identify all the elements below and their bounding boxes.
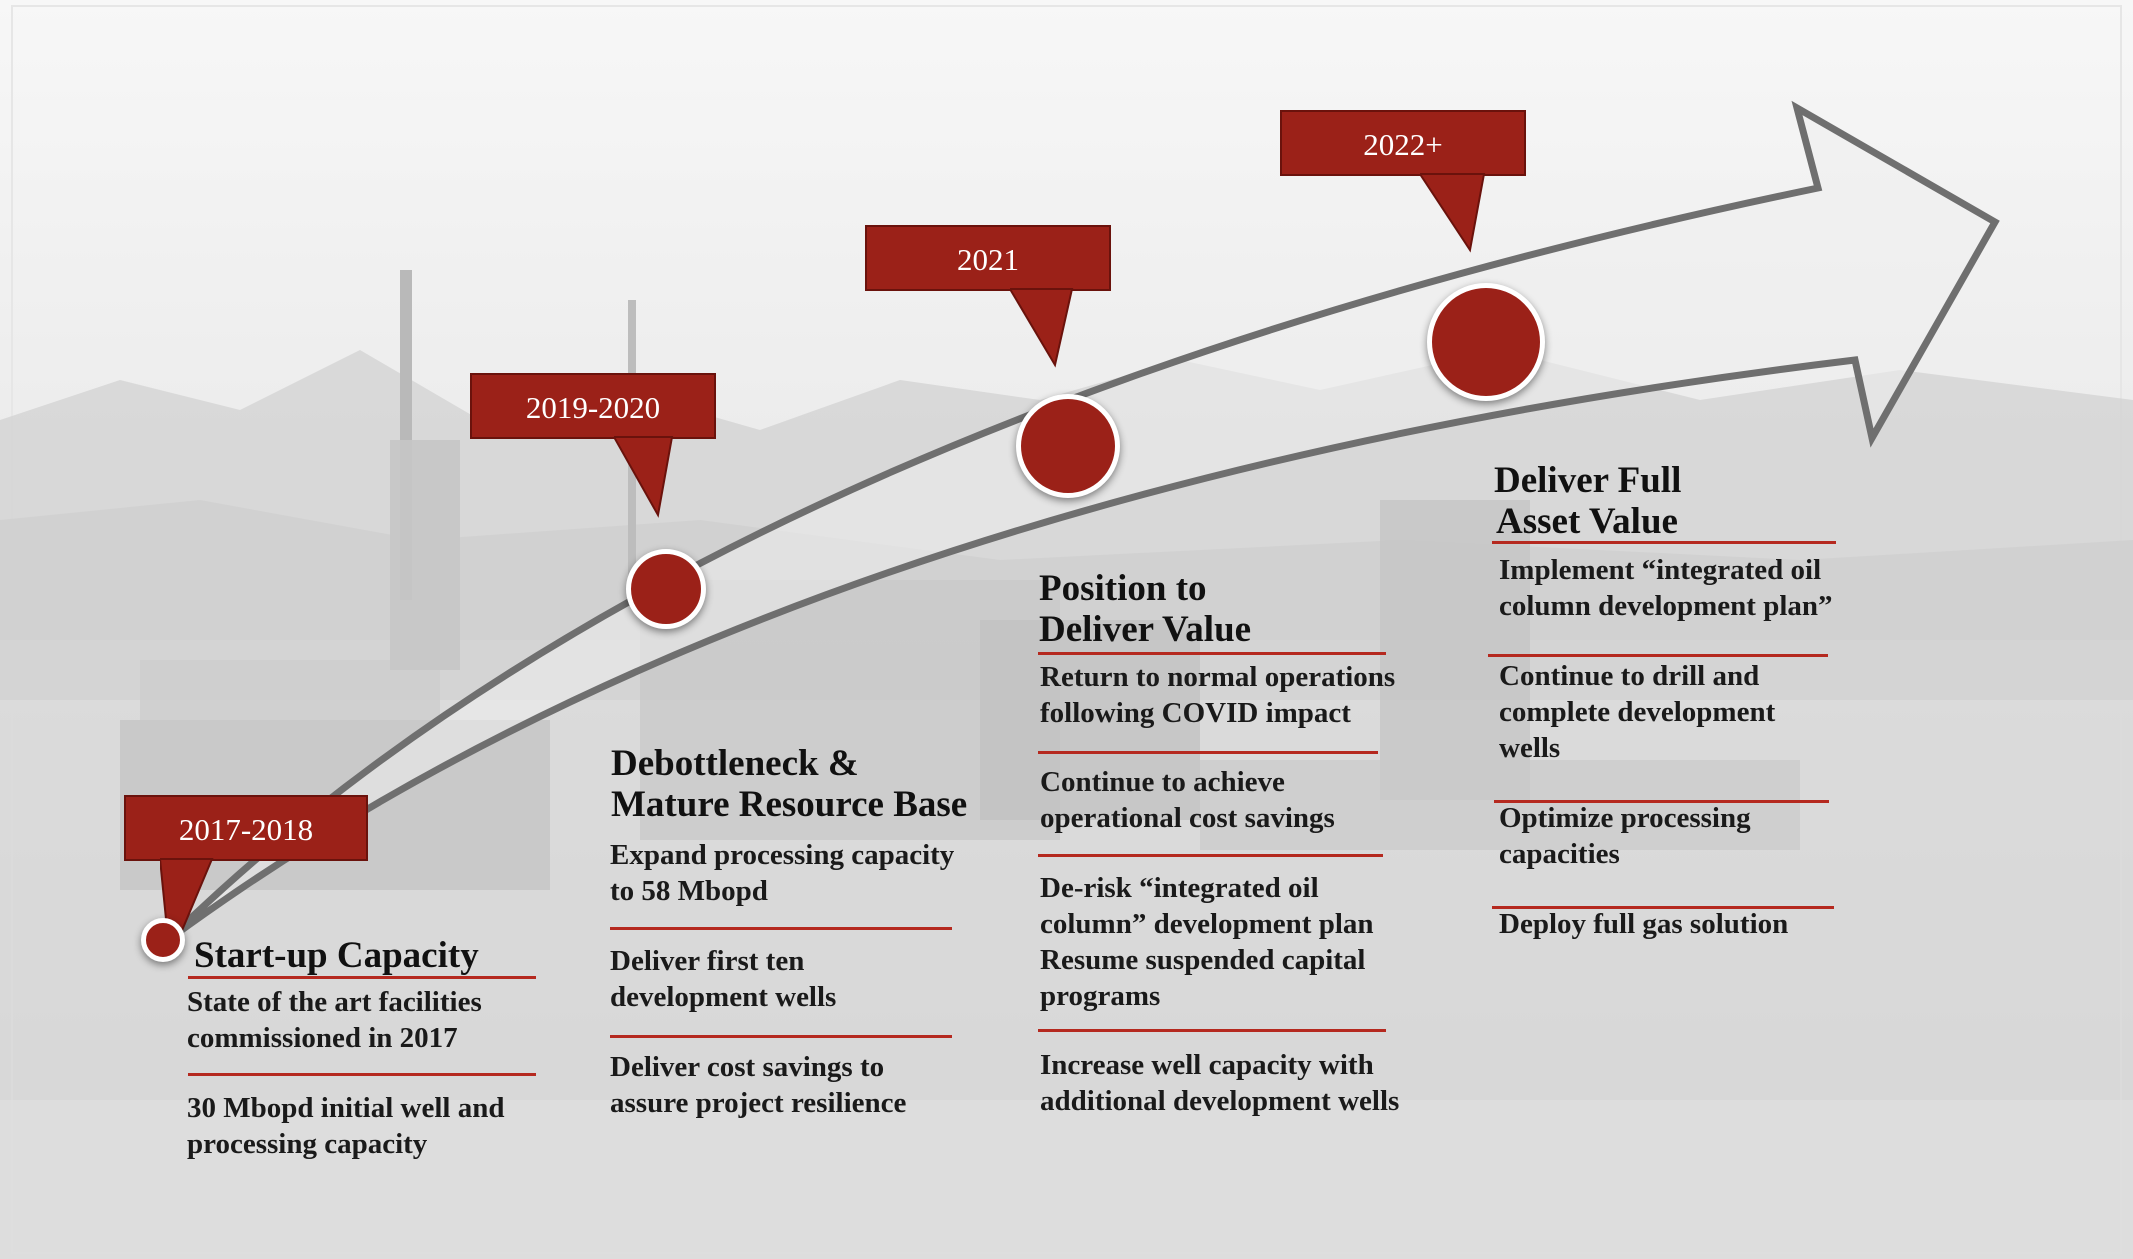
bullet-line: processing capacity [187, 1128, 428, 1160]
milestone-callout-2017-2018: 2017-2018 [124, 795, 368, 861]
bullet-line: assure project resilience [610, 1087, 907, 1119]
bullet-line: Deploy full gas solution [1499, 908, 1789, 940]
bullet-line: Resume suspended capital [1040, 944, 1366, 976]
phase1-bullet-2: 30 Mbopd initial well and processing cap… [187, 1090, 504, 1162]
bullet-line: Continue to drill and [1499, 660, 1760, 692]
phase3-bullet-1: Return to normal operations following CO… [1040, 659, 1395, 731]
bullet-line: complete development [1499, 696, 1776, 728]
phase-title-line: Mature Resource Base [611, 784, 968, 825]
bullet-line: Deliver first ten [610, 945, 805, 977]
phase-title-line: Position to [1039, 568, 1207, 609]
phase3-bullet-2: Continue to achieve operational cost sav… [1040, 764, 1335, 836]
divider-rule [1492, 541, 1836, 544]
divider-rule [1038, 1029, 1386, 1032]
callout-pointer [614, 436, 674, 518]
milestone-callout-2019-2020: 2019-2020 [470, 373, 716, 439]
phase-title-debottleneck: Debottleneck & Mature Resource Base [611, 743, 967, 825]
bullet-line: Optimize processing [1499, 802, 1751, 834]
bullet-line: following COVID impact [1040, 697, 1351, 729]
divider-rule [1494, 800, 1829, 803]
phase4-bullet-3: Optimize processing capacities [1499, 800, 1751, 872]
phase4-bullet-2: Continue to drill and complete developme… [1499, 658, 1775, 766]
phase3-bullet-4: Increase well capacity with additional d… [1040, 1047, 1399, 1119]
phase-title-position: Position to Deliver Value [1039, 568, 1251, 650]
bullet-line: capacities [1499, 838, 1620, 870]
callout-pointer [1010, 288, 1074, 368]
phase4-bullet-1: Implement “integrated oil column develop… [1499, 552, 1833, 624]
milestone-marker-4 [1427, 283, 1545, 401]
divider-rule [1038, 652, 1386, 655]
phase3-bullet-3: De-risk “integrated oil column” developm… [1040, 870, 1374, 1014]
bullet-line: Increase well capacity with [1040, 1049, 1374, 1081]
phase-title-line: Debottleneck & [611, 743, 859, 784]
milestone-marker-1 [141, 918, 185, 962]
phase2-bullet-1: Expand processing capacity to 58 Mbopd [610, 837, 954, 909]
milestone-callout-2022-plus: 2022+ [1280, 110, 1526, 176]
bullet-line: development wells [610, 981, 837, 1013]
milestone-marker-3 [1016, 394, 1120, 498]
bullet-line: 30 Mbopd initial well and [187, 1092, 505, 1124]
callout-pointer [1420, 173, 1486, 253]
bullet-line: commissioned in 2017 [187, 1022, 458, 1054]
bullet-line: De-risk “integrated oil [1040, 872, 1319, 904]
bullet-line: Return to normal operations [1040, 661, 1396, 693]
bullet-line: Implement “integrated oil [1499, 554, 1822, 586]
divider-rule [610, 1035, 952, 1038]
milestone-callout-2021: 2021 [865, 225, 1111, 291]
divider-rule [1492, 906, 1834, 909]
phase-title-line: Asset Value [1496, 501, 1678, 542]
milestone-marker-2 [626, 549, 706, 629]
bullet-line: additional development wells [1040, 1085, 1400, 1117]
divider-rule [610, 927, 952, 930]
bullet-line: operational cost savings [1040, 802, 1335, 834]
bullet-line: wells [1499, 732, 1561, 764]
phase-title-line: Start-up Capacity [194, 935, 479, 976]
phase-title-startup: Start-up Capacity [194, 935, 479, 976]
phase2-bullet-3: Deliver cost savings to assure project r… [610, 1049, 906, 1121]
phase4-bullet-4: Deploy full gas solution [1499, 906, 1788, 942]
bullet-line: column” development plan [1040, 908, 1374, 940]
bullet-line: column development plan” [1499, 590, 1833, 622]
bullet-line: Deliver cost savings to [610, 1051, 885, 1083]
bullet-line: to 58 Mbopd [610, 875, 768, 907]
phase-title-line: Deliver Value [1039, 609, 1252, 650]
bullet-line: programs [1040, 980, 1161, 1012]
divider-rule [188, 976, 536, 979]
divider-rule [1488, 654, 1828, 657]
phase-title-line: Deliver Full [1494, 460, 1682, 501]
phase-title-deliver-full: Deliver Full Asset Value [1494, 460, 1681, 542]
divider-rule [1038, 751, 1378, 754]
divider-rule [1038, 854, 1383, 857]
bullet-line: Expand processing capacity [610, 839, 955, 871]
phase2-bullet-2: Deliver first ten development wells [610, 943, 836, 1015]
bullet-line: Continue to achieve [1040, 766, 1285, 798]
phase1-bullet-1: State of the art facilities commissioned… [187, 984, 482, 1056]
divider-rule [188, 1073, 536, 1076]
bullet-line: State of the art facilities [187, 986, 482, 1018]
